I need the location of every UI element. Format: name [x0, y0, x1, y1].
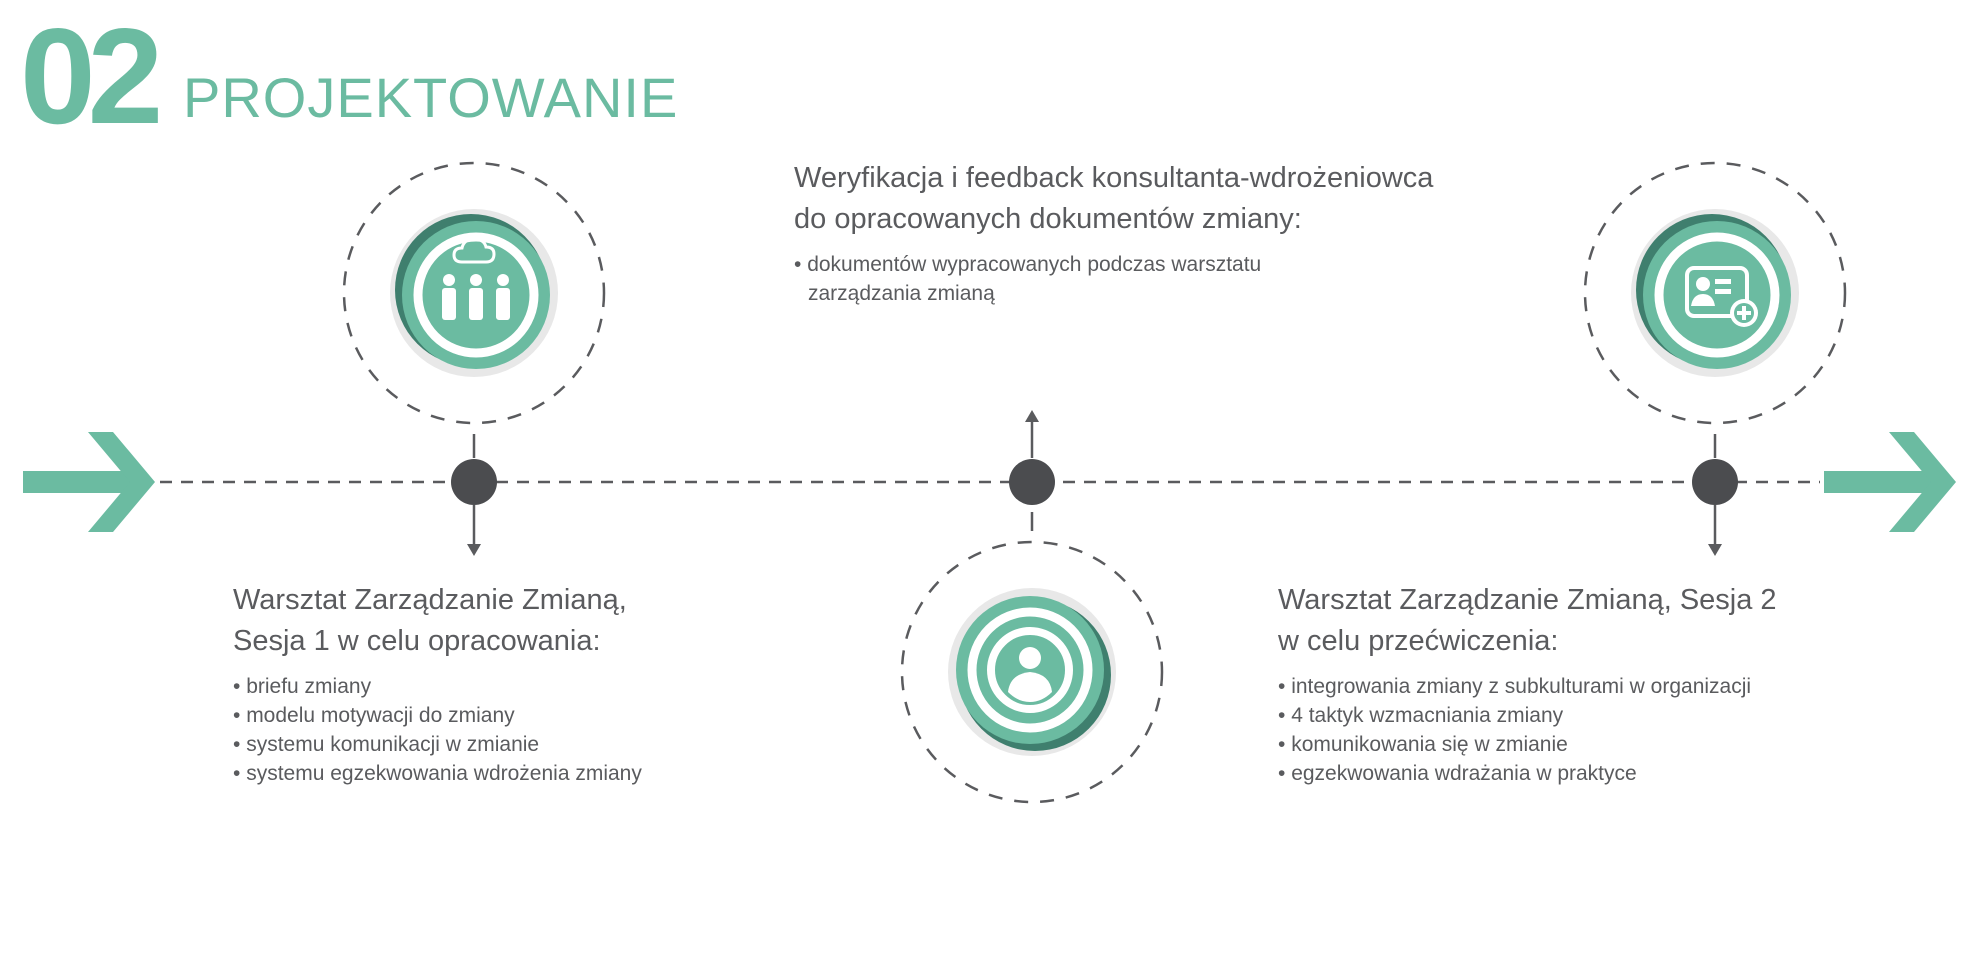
bullet-item: dokumentów wypracowanych podczas warszta… [794, 250, 1368, 308]
bullet-item: briefu zmiany [233, 672, 793, 701]
step-3-marker [1583, 161, 1847, 556]
step-title-line: do opracowanych dokumentów zmiany: [794, 203, 1302, 235]
step-2-marker [900, 410, 1164, 804]
left-arrow-icon [23, 432, 155, 532]
step-title-line: Warsztat Zarządzanie Zmianą, [233, 584, 627, 616]
section-number: 02 [20, 0, 163, 152]
bullet-item: systemu egzekwowania wdrożenia zmiany [233, 759, 793, 788]
step-title-line: Warsztat Zarządzanie Zmianą, Sesja 2 [1278, 584, 1777, 616]
arrow-up-icon [1025, 410, 1039, 422]
bullet-item: systemu komunikacji w zmianie [233, 730, 793, 759]
step-title-line: Sesja 1 w celu opracowania: [233, 625, 601, 657]
bullet-item: integrowania zmiany z subkulturami w org… [1278, 672, 1918, 701]
bullet-item: egzekwowania wdrażania w praktyce [1278, 759, 1918, 788]
user-target-icon [948, 588, 1116, 756]
step-title-line: Weryfikacja i feedback konsultanta-wdroż… [794, 162, 1434, 194]
bullet-item: komunikowania się w zmianie [1278, 730, 1918, 759]
team-cloud-icon [390, 209, 558, 377]
bullet-item: modelu motywacji do zmiany [233, 701, 793, 730]
step-3-text: Warsztat Zarządzanie Zmianą, Sesja 2 w c… [1278, 580, 1918, 788]
right-arrow-icon [1824, 432, 1956, 532]
timeline-dot [451, 459, 497, 505]
arrow-down-icon [467, 544, 481, 556]
step-2-text: Weryfikacja i feedback konsultanta-wdroż… [794, 158, 1554, 308]
step-1-marker [342, 161, 606, 556]
timeline-dot [1692, 459, 1738, 505]
step-title-line: w celu przećwiczenia: [1278, 625, 1559, 657]
profile-card-add-icon [1631, 209, 1799, 377]
timeline-dot [1009, 459, 1055, 505]
bullet-item: 4 taktyk wzmacniania zmiany [1278, 701, 1918, 730]
section-title: PROJEKTOWANIE [183, 66, 679, 129]
arrow-down-icon [1708, 544, 1722, 556]
step-1-text: Warsztat Zarządzanie Zmianą, Sesja 1 w c… [233, 580, 793, 788]
